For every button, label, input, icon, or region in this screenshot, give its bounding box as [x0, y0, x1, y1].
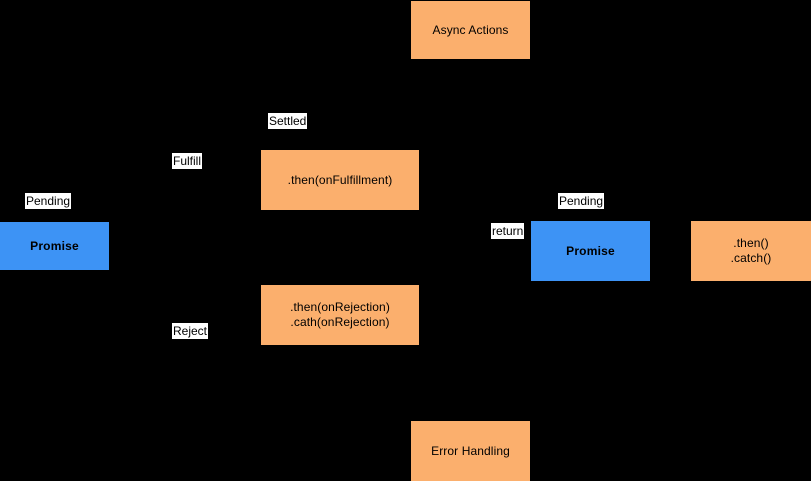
node-label: .then() — [733, 236, 769, 250]
connector-return-to-promise-right — [419, 315, 531, 316]
node-label: .then(onFulfillment) — [287, 172, 393, 187]
node-then-on-fulfillment[interactable]: .then(onFulfillment) — [261, 150, 419, 210]
edge-label-reject: Reject — [172, 323, 209, 339]
edge-label-pending-left: Pending — [25, 193, 72, 209]
connector-promise-right-to-then-catch — [650, 251, 691, 252]
connector-promise-left-to-settled — [109, 245, 261, 246]
node-label: .catch() — [730, 251, 772, 265]
connector-settled-to-async-actions — [340, 59, 341, 150]
connector-async-actions-down — [470, 59, 471, 180]
edge-label-settled: Settled — [268, 113, 308, 129]
connector-fulfill-branch — [419, 180, 471, 181]
node-async-actions[interactable]: Async Actions — [411, 1, 530, 59]
edge-label-fulfill: Fulfill — [172, 153, 203, 169]
node-error-handling[interactable]: Error Handling — [411, 421, 530, 481]
node-label: Promise — [30, 238, 79, 253]
connector-reject-branch — [340, 345, 341, 451]
edge-label-pending-right: Pending — [558, 193, 605, 209]
node-then-cath-on-rejection[interactable]: .then(onRejection).cath(onRejection) — [261, 285, 419, 345]
node-promise-right[interactable]: Promise — [531, 221, 650, 281]
node-label: Async Actions — [432, 22, 509, 37]
node-then-catch[interactable]: .then().catch() — [691, 221, 811, 281]
connector-rejection-to-error-handling — [340, 450, 411, 451]
node-promise-left[interactable]: Promise — [0, 222, 109, 270]
node-label: Promise — [566, 243, 615, 258]
node-label: Error Handling — [431, 443, 510, 458]
node-label: .then(onRejection) — [290, 300, 390, 314]
node-label: .cath(onRejection) — [290, 315, 390, 329]
edge-label-return: return — [491, 223, 525, 239]
